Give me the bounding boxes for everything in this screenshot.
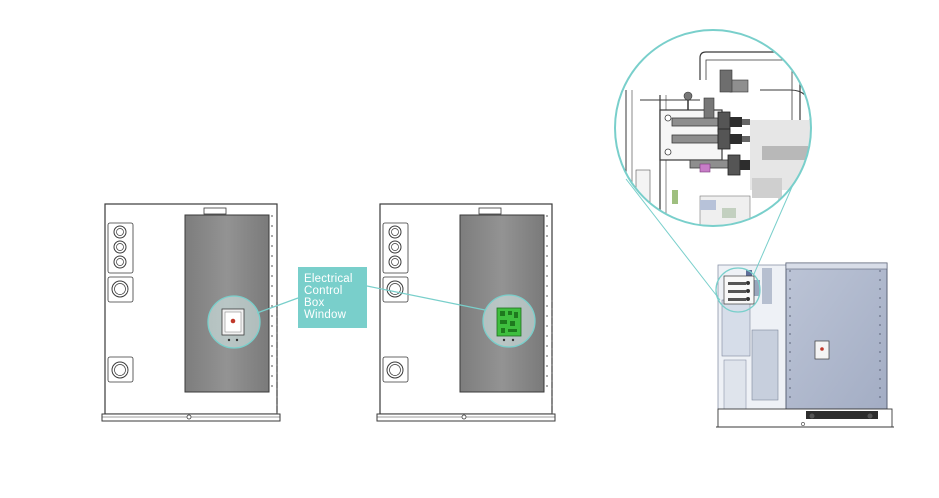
magnifier-leader-right [753,179,796,275]
pipe-port-2 [113,240,127,254]
callout-leader-left [256,297,299,314]
valve-assembly-small [723,275,755,305]
mounting-bolt [186,414,192,420]
detail-marker-circle [715,267,761,313]
callout-line-2: Control [304,285,343,297]
valve-2 [671,128,750,150]
pipe-port-3 [113,255,127,269]
valve-1 [671,97,750,133]
unit-front-closed [101,203,281,422]
unit-side-internal [715,262,894,428]
electrical-control-box-callout: Electrical Control Box Window [298,267,367,328]
callout-leader-right [366,285,486,311]
callout-line-3: Box [304,297,325,309]
pipe-port-1 [113,225,127,239]
magnified-detail [614,29,812,227]
side-cabinet [785,262,888,410]
valve-3 [689,154,750,176]
magnifier-leader-left [625,178,721,301]
unit-front-open [376,203,556,422]
callout-line-4: Window [304,309,347,321]
callout-line-1: Electrical [304,273,353,285]
